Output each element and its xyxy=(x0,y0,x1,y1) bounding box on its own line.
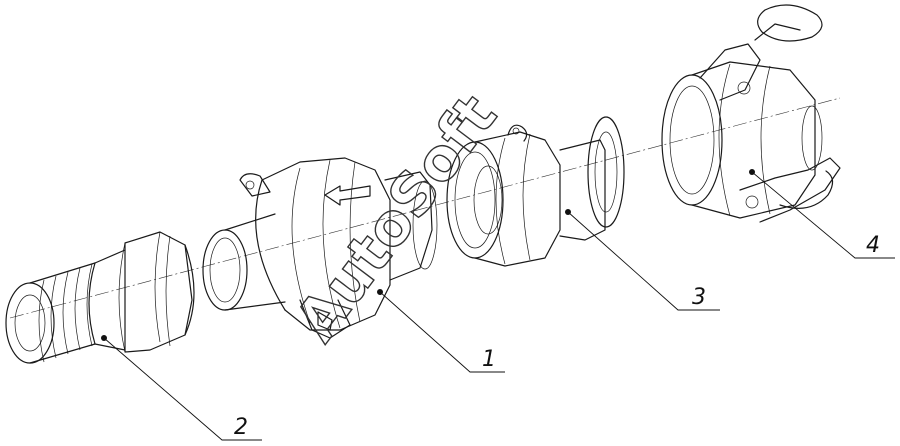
callout-1-label: 1 xyxy=(482,347,496,372)
watermark-text: AutoSoft xyxy=(282,82,510,353)
part-2-hose-tail xyxy=(5,231,195,364)
callout-3: 3 xyxy=(567,211,720,311)
part-4-camlock-coupler xyxy=(661,4,841,223)
center-axis xyxy=(9,97,841,319)
callout-3-label: 3 xyxy=(692,285,706,310)
callout-1: 1 xyxy=(379,291,505,373)
callout-4-label: 4 xyxy=(866,233,880,258)
callout-4: 4 xyxy=(751,171,895,259)
callout-2: 2 xyxy=(103,337,262,441)
callout-2-label: 2 xyxy=(234,415,248,440)
